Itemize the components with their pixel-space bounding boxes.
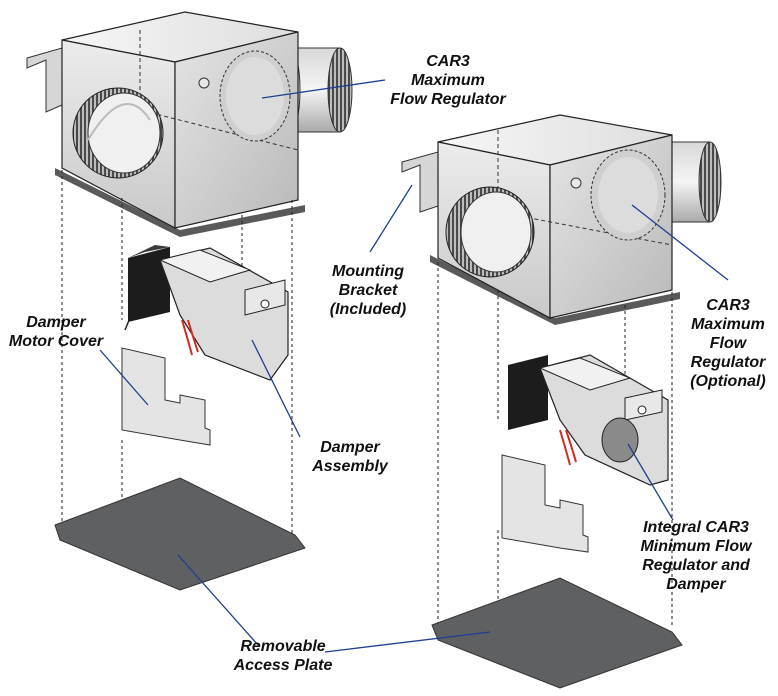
right-damper-motor-cover xyxy=(501,454,589,553)
left-round-duct-front xyxy=(72,87,164,179)
label-line: Damper xyxy=(320,439,380,456)
label-line: Maximum xyxy=(691,316,765,333)
left-damper-motor-cover xyxy=(121,347,211,446)
label-integral-car3: Integral CAR3 Minimum Flow Regulator and… xyxy=(626,518,766,594)
left-access-plate xyxy=(54,477,306,591)
left-unit xyxy=(26,11,353,237)
label-removable-access-plate: Removable Access Plate xyxy=(228,637,338,675)
label-line: Motor Cover xyxy=(8,333,104,350)
label-line: Integral CAR3 xyxy=(643,519,749,536)
right-mounting-bracket xyxy=(401,151,439,213)
label-line: Bracket xyxy=(338,282,398,299)
right-round-duct-right xyxy=(664,141,722,223)
label-damper-assembly: Damper Assembly xyxy=(305,438,395,476)
label-line: Assembly xyxy=(312,458,388,475)
left-small-hole xyxy=(198,77,210,89)
right-access-plate xyxy=(431,577,683,689)
label-line: Mounting xyxy=(332,263,404,280)
label-line: Minimum Flow xyxy=(640,538,752,555)
label-line: (Included) xyxy=(329,301,407,318)
right-min-flow-disc xyxy=(601,417,639,463)
label-mounting-bracket: Mounting Bracket (Included) xyxy=(318,262,418,319)
left-mounting-bracket xyxy=(26,47,63,113)
leader-lines xyxy=(99,79,729,653)
label-line: Damper xyxy=(26,314,86,331)
label-line: Regulator and xyxy=(642,557,750,574)
right-base-flange xyxy=(430,255,680,325)
label-car3-max-right: CAR3 Maximum Flow Regulator (Optional) xyxy=(680,296,776,391)
right-damper-assembly xyxy=(508,354,669,486)
label-line: CAR3 xyxy=(426,53,470,70)
label-line: Maximum xyxy=(411,72,485,89)
label-damper-motor-cover: Damper Motor Cover xyxy=(2,313,110,351)
label-line: CAR3 xyxy=(706,297,750,314)
right-small-hole xyxy=(570,177,582,189)
label-line: Regulator xyxy=(690,354,766,371)
right-round-duct-front xyxy=(445,186,535,278)
label-line: (Optional) xyxy=(690,373,766,390)
right-unit xyxy=(401,114,722,325)
label-car3-max-left: CAR3 Maximum Flow Regulator xyxy=(388,52,508,109)
label-line: Removable xyxy=(240,638,326,655)
label-line: Damper xyxy=(666,576,726,593)
label-line: Flow Regulator xyxy=(390,91,506,108)
label-line: Access Plate xyxy=(233,657,333,674)
label-line: Flow xyxy=(709,335,747,352)
left-base-flange xyxy=(55,168,305,237)
